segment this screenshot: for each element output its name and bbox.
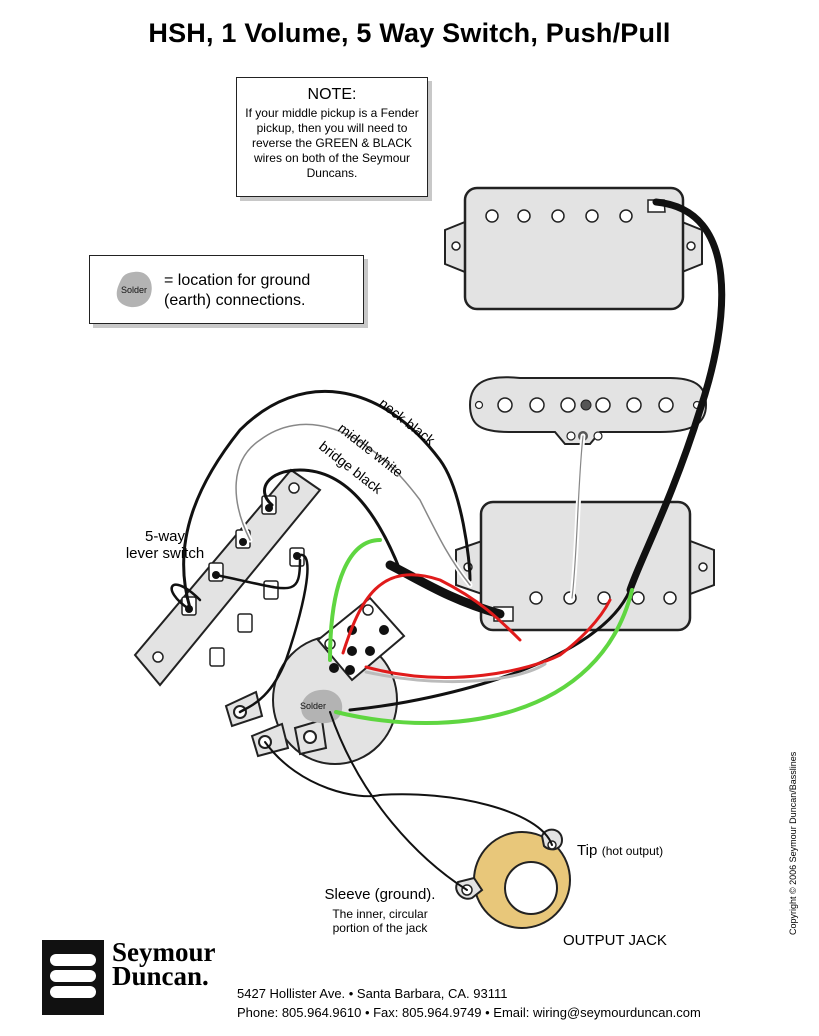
address: 5427 Hollister Ave. • Santa Barbara, CA.… (237, 984, 701, 1022)
neck-black-label: neck black (376, 395, 439, 449)
brand-line-1: Seymour (112, 937, 216, 967)
output-jack (455, 828, 571, 929)
solder-legend-icon: Solder (116, 271, 152, 308)
page-title: HSH, 1 Volume, 5 Way Switch, Push/Pull (148, 18, 671, 48)
middle-single-coil (468, 376, 708, 445)
copyright: Copyright © 2006 Seymour Duncan/Bassline… (788, 751, 798, 935)
brand-name: Seymour Duncan. (112, 937, 216, 991)
tip-label-text: Tip (577, 842, 598, 859)
switch-label: 5-way lever switch (110, 528, 220, 562)
note-body: If your middle pickup is a Fender pickup… (245, 106, 419, 180)
note-heading: NOTE: (307, 86, 357, 103)
brand-line-2: Duncan. (112, 961, 209, 991)
sleeve-label-text: Sleeve (ground). (324, 886, 436, 903)
sleeve-note-2: portion of the jack (332, 921, 428, 935)
output-jack-label: OUTPUT JACK (563, 932, 667, 949)
sleeve-note-1: The inner, circular (332, 907, 428, 921)
sleeve-label: Sleeve (ground). The inner, circular por… (310, 886, 450, 935)
address-line-2: Phone: 805.964.9610 • Fax: 805.964.9749 … (237, 1005, 701, 1020)
wires (170, 198, 726, 891)
legend-line-2: (earth) connections. (164, 292, 306, 309)
legend-box: Solder = location for ground (earth) con… (89, 255, 364, 324)
bridge-humbucker (455, 500, 715, 632)
note-box: NOTE: If your middle pickup is a Fender … (236, 77, 428, 197)
switch-label-line-1: 5-way (144, 528, 185, 545)
legend-line-1: = location for ground (164, 272, 311, 289)
pot-solder-label: Solder (300, 701, 326, 711)
seymour-duncan-logo-icon (42, 940, 104, 1015)
tip-label: Tip (hot output) (577, 842, 663, 860)
legend-solder-label: Solder (121, 285, 147, 295)
switch-label-line-2: lever switch (125, 545, 205, 562)
neck-humbucker (444, 186, 703, 311)
address-line-1: 5427 Hollister Ave. • Santa Barbara, CA.… (237, 986, 508, 1001)
tip-note: (hot output) (601, 844, 664, 858)
